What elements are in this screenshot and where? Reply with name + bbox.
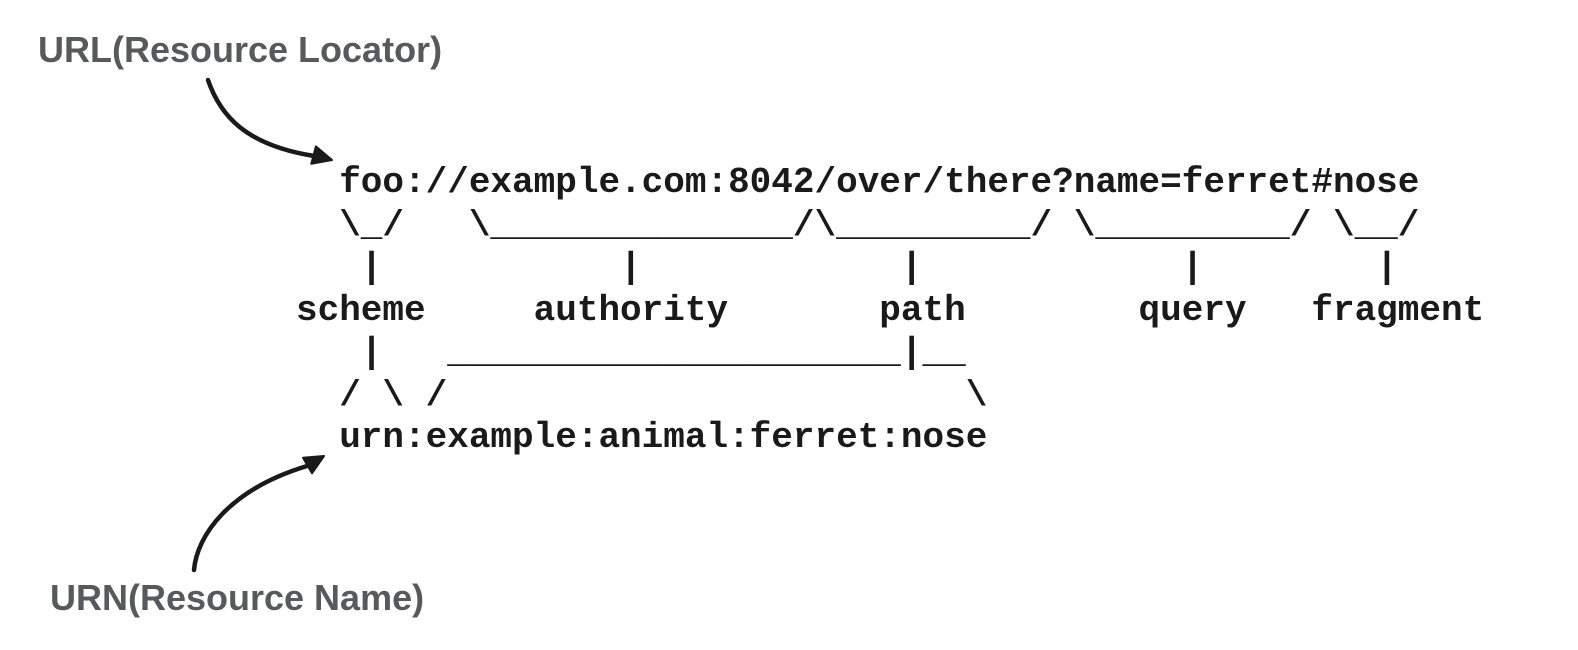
urn-arrow-icon xyxy=(191,463,310,573)
urn-annotation-label: URN(Resource Name) xyxy=(50,577,425,618)
url-annotation-label: URL(Resource Locator) xyxy=(38,29,443,70)
uri-ascii-art: foo://example.com:8042/over/there?name=f… xyxy=(296,162,1485,458)
url-arrow-icon xyxy=(205,77,317,159)
